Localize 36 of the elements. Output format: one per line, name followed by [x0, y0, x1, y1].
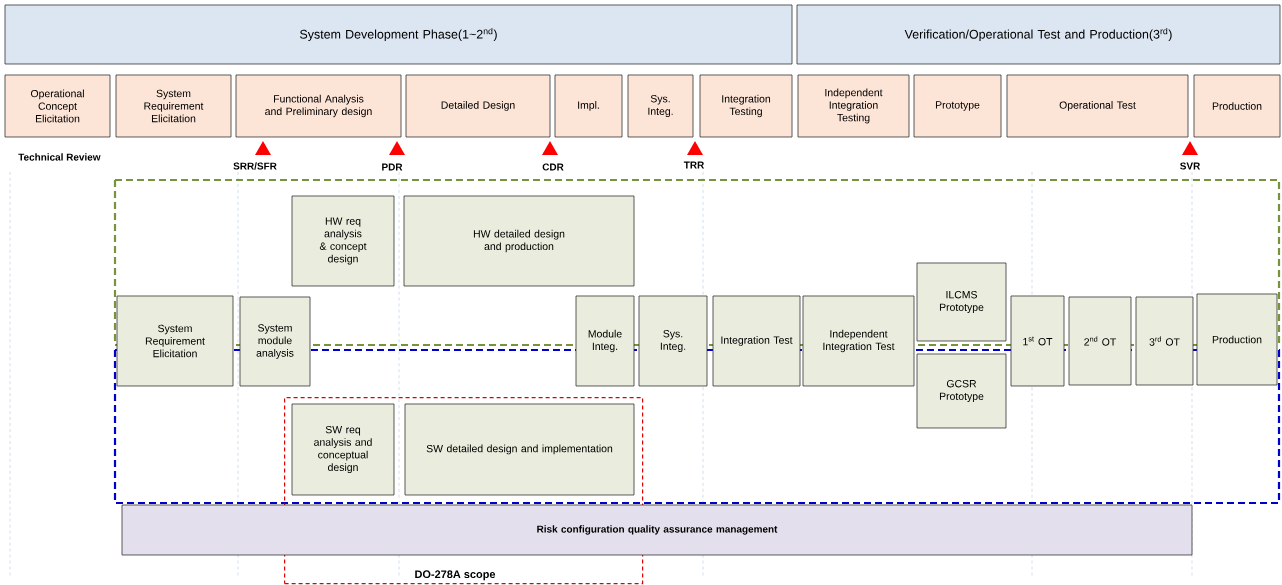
activity-box: Sys. Integ.	[638, 295, 708, 387]
phase-header: System Development Phase(1~2$^{nd}$)	[4, 4, 793, 65]
activity-box: 2$^{nd}$ OT	[1068, 296, 1132, 386]
review-label: SRR/SFR	[233, 162, 277, 170]
activity-box: SW detailed design and implementation	[404, 403, 635, 496]
activity-box: 1$^{st}$ OT	[1010, 295, 1065, 387]
activity-box: Module Integ.	[575, 295, 635, 387]
activity-box: 3$^{rd}$ OT	[1135, 296, 1194, 386]
activity-box: System Requirement Elicitation	[116, 295, 234, 387]
review-label: SVR	[1180, 162, 1201, 170]
activity-box: Independent Integration Test	[802, 295, 915, 387]
activity-box: Production	[1196, 293, 1278, 386]
activity-box: System module analysis	[239, 296, 311, 387]
phase-header: Verification/Operational Test and Production(3$^{rd}$)	[796, 4, 1281, 65]
management-bar: Risk configuration quality assurance management	[121, 504, 1193, 556]
phase-box: System Requirement Elicitation	[115, 74, 232, 138]
activity-box: HW req analysis & concept design	[291, 195, 395, 287]
review-label: CDR	[542, 163, 564, 171]
phase-box: Prototype	[913, 74, 1002, 138]
review-label: PDR	[382, 163, 403, 171]
activity-box: Integration Test	[712, 295, 801, 387]
phase-box: Independent Integration Testing	[797, 74, 910, 138]
phase-box: Operational Test	[1006, 74, 1189, 138]
phase-box: Impl.	[554, 74, 623, 138]
activity-box: HW detailed design and production	[403, 195, 635, 287]
phase-box: Detailed Design	[405, 74, 551, 138]
activity-box: SW req analysis and conceptual design	[291, 403, 395, 496]
phase-box: Operational Concept Elicitation	[4, 74, 111, 138]
review-label: TRR	[683, 161, 705, 169]
activity-box: ILCMS Prototype	[916, 262, 1007, 342]
phase-box: Production	[1193, 74, 1281, 138]
phase-box: Functional Analysis and Preliminary design	[235, 74, 402, 138]
activity-box: GCSR Prototype	[916, 353, 1007, 429]
phase-box: Integration Testing	[699, 74, 793, 138]
section-label: Technical Review	[18, 153, 101, 161]
phase-box: Sys. Integ.	[627, 74, 694, 138]
